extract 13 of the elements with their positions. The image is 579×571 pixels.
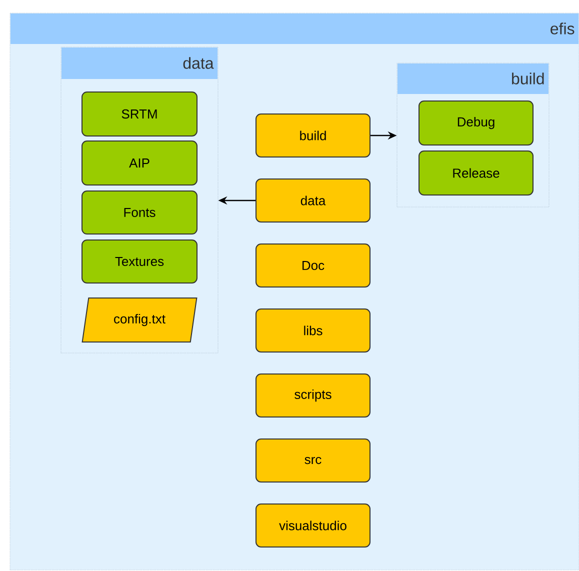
folder-box: Doc <box>256 244 370 288</box>
folder-box: src <box>256 438 370 482</box>
folder-box: build <box>256 114 370 158</box>
folder-box: scripts <box>256 374 370 418</box>
folder-box: Fonts <box>82 190 198 234</box>
folder-box: Textures <box>82 240 198 284</box>
folder-box: libs <box>256 308 370 352</box>
folder-box: AIP <box>82 140 198 186</box>
folder-box: Release <box>418 150 534 196</box>
folder-box: data <box>256 178 370 222</box>
folder-box: visualstudio <box>256 504 370 548</box>
folder-box: Debug <box>418 100 534 146</box>
folder-box: SRTM <box>82 92 198 136</box>
